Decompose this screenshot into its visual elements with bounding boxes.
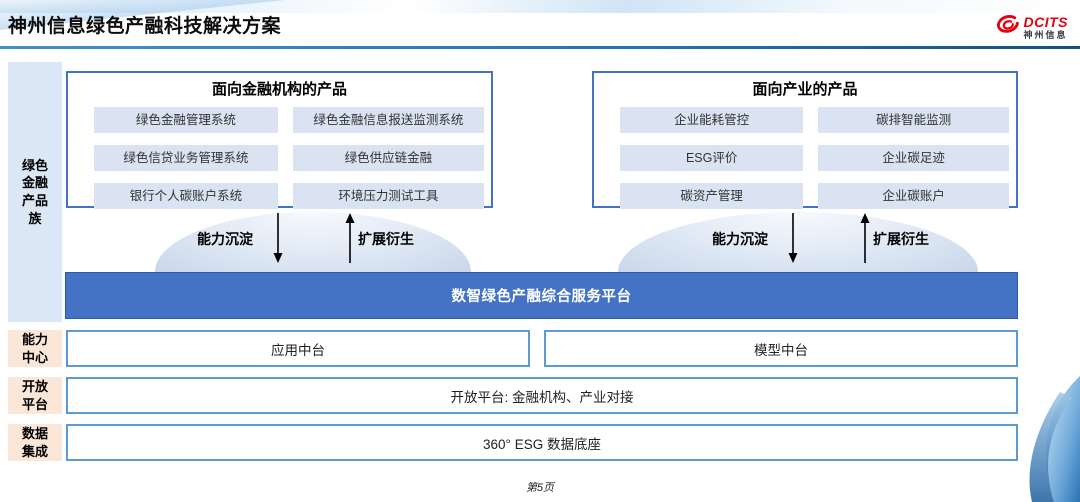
flow-label-capability-right: 能力沉淀 [712, 231, 768, 247]
flow-label-extend-left: 扩展衍生 [358, 231, 414, 247]
product-chip: 绿色供应链金融 [292, 145, 484, 171]
product-chip: 绿色金融信息报送监测系统 [292, 107, 484, 133]
rail-label-product-family: 绿色金融产品族 [8, 62, 62, 322]
product-chip: 绿色金融管理系统 [94, 107, 278, 133]
rail-label-open-platform: 开放平台 [8, 377, 62, 414]
finance-products-box: 面向金融机构的产品 绿色金融管理系统 绿色金融信息报送监测系统 绿色信贷业务管理… [66, 71, 493, 209]
corner-ribbon-decoration [1029, 376, 1080, 502]
product-chip: 碳资产管理 [620, 183, 804, 209]
logo-text: DCITS 神州信息 [1024, 12, 1069, 40]
open-platform-box: 开放平台: 金融机构、产业对接 [66, 377, 1018, 414]
top-swoosh-decoration [0, 0, 1080, 13]
product-chip: 企业碳账户 [818, 183, 1009, 209]
industry-products-box: 面向产业的产品 企业能耗管控 碳排智能监测 ESG评价 企业碳足迹 碳资产管理 … [592, 71, 1018, 209]
logo-brand-cn: 神州信息 [1023, 30, 1068, 40]
rail-label-data-integration: 数据集成 [8, 424, 62, 461]
up-arrow-icon [345, 213, 355, 263]
flow-label-capability-left: 能力沉淀 [197, 231, 253, 247]
industry-products-grid: 企业能耗管控 碳排智能监测 ESG评价 企业碳足迹 碳资产管理 企业碳账户 [594, 99, 1016, 209]
page-title: 神州信息绿色产融科技解决方案 [8, 16, 282, 37]
product-chip: ESG评价 [620, 145, 804, 171]
product-chip: 环境压力测试工具 [292, 183, 484, 209]
model-middle-platform-box: 模型中台 [544, 330, 1018, 367]
product-chip: 碳排智能监测 [818, 107, 1009, 133]
esg-data-base-box: 360° ESG 数据底座 [66, 424, 1018, 461]
product-chip: 银行个人碳账户系统 [94, 183, 278, 209]
flow-label-extend-right: 扩展衍生 [873, 231, 929, 247]
platform-bar: 数智绿色产融综合服务平台 [65, 272, 1018, 319]
down-arrow-icon [273, 213, 283, 263]
finance-products-grid: 绿色金融管理系统 绿色金融信息报送监测系统 绿色信贷业务管理系统 绿色供应链金融… [68, 99, 491, 209]
product-chip: 绿色信贷业务管理系统 [94, 145, 278, 171]
app-middle-platform-box: 应用中台 [66, 330, 530, 367]
dcits-swirl-icon [996, 15, 1019, 33]
product-chip: 企业碳足迹 [818, 145, 1009, 171]
finance-products-title: 面向金融机构的产品 [211, 81, 347, 98]
industry-products-title: 面向产业的产品 [752, 81, 858, 98]
dcits-logo: DCITS 神州信息 [994, 12, 1069, 40]
page-number: 第5页 [525, 482, 555, 494]
up-arrow-icon [860, 213, 870, 263]
rail-label-capability-center: 能力中心 [8, 330, 62, 367]
logo-brand: DCITS [1023, 14, 1068, 30]
down-arrow-icon [788, 213, 798, 263]
header-divider [0, 46, 1080, 49]
product-chip: 企业能耗管控 [620, 107, 804, 133]
